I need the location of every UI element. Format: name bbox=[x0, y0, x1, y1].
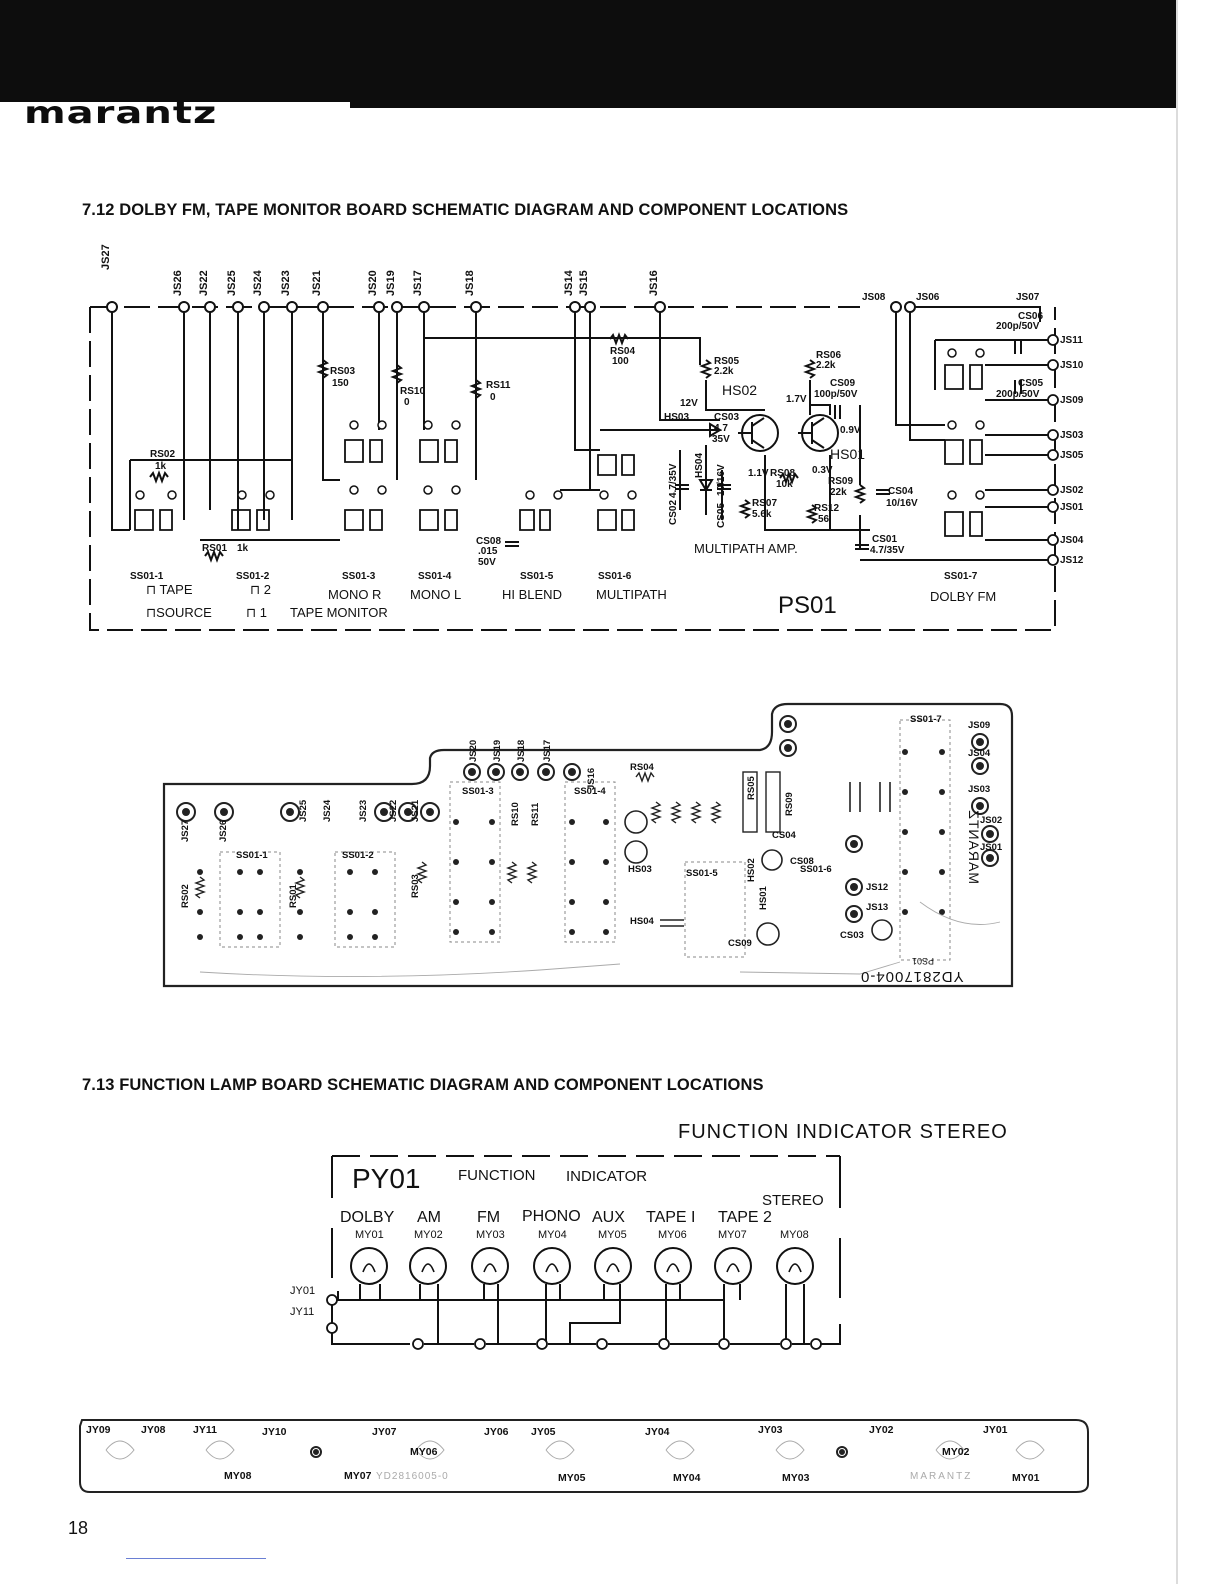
pcb-pads bbox=[197, 749, 945, 940]
function-indicator-caption: FUNCTION INDICATOR STEREO bbox=[678, 1121, 1008, 1143]
page-edge-rule bbox=[1176, 0, 1178, 1584]
pcb-resistors bbox=[194, 771, 722, 899]
jack-jy11: JY11 bbox=[290, 1306, 315, 1318]
section-712-title: 7.12 DOLBY FM, TAPE MONITOR BOARD SCHEMA… bbox=[82, 201, 849, 219]
contact-dots bbox=[135, 348, 985, 500]
section-713-title: 7.13 FUNCTION LAMP BOARD SCHEMATIC DIAGR… bbox=[82, 1076, 764, 1094]
bottom-rule bbox=[126, 1558, 266, 1559]
function-lamp-schematic bbox=[326, 1155, 841, 1350]
pcb-hs-block bbox=[742, 771, 781, 833]
top-jack-row bbox=[106, 301, 916, 313]
right-jack-stack bbox=[1047, 334, 1059, 566]
dolby-fm-pcb bbox=[162, 702, 1014, 988]
header-bar bbox=[0, 0, 1178, 108]
lamp-terminals bbox=[326, 1294, 822, 1350]
lamp-pcb-outline bbox=[79, 1419, 1089, 1493]
function-lamp-pcb bbox=[79, 1419, 1089, 1493]
switch-contacts bbox=[134, 364, 983, 537]
schematic-frame bbox=[89, 307, 1056, 631]
page-number: 18 bbox=[68, 1518, 89, 1538]
pcb-jacks bbox=[176, 715, 999, 923]
logo-box bbox=[0, 98, 350, 136]
brand-logo: marantz bbox=[24, 96, 218, 131]
dolby-fm-schematic bbox=[89, 301, 1059, 631]
pcb-outline bbox=[162, 702, 1014, 988]
lamp-row bbox=[350, 1247, 814, 1285]
jack-jy01: JY01 bbox=[290, 1285, 316, 1297]
pcb-caps bbox=[624, 782, 893, 946]
